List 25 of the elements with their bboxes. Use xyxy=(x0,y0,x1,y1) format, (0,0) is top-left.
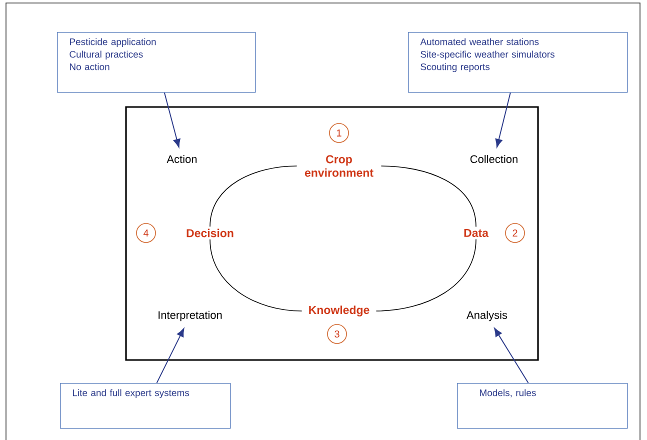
step-number: 2 xyxy=(505,223,525,243)
cycle-stage-label: Crop environment xyxy=(304,155,374,177)
stage-label: Collection xyxy=(470,154,518,164)
callout-box: Lite and full expert systems xyxy=(60,383,231,429)
cycle-arc xyxy=(210,239,302,312)
stage-label: Action xyxy=(166,154,197,164)
arrow xyxy=(494,328,529,384)
callout-box: Pesticide application Cultural practices No action xyxy=(57,32,256,93)
cycle-stage-label: Decision xyxy=(186,228,234,238)
step-number: 4 xyxy=(136,223,156,243)
cycle-arc xyxy=(380,166,476,228)
step-number: 3 xyxy=(327,324,347,344)
arrow xyxy=(164,92,180,148)
stage-label: Analysis xyxy=(466,310,508,322)
stage-label: Interpretation xyxy=(158,310,222,322)
callout-box: Automated weather stations Site-specific weather simulators Scouting reports xyxy=(408,32,628,93)
cycle-arc xyxy=(210,166,298,227)
step-number: 1 xyxy=(329,123,349,143)
cycle-stage-label: Knowledge xyxy=(309,306,370,316)
cycle-stage-label: Data xyxy=(464,229,489,237)
arrow xyxy=(495,92,511,148)
cycle-arc xyxy=(376,238,476,312)
cycle-box xyxy=(125,106,539,361)
arrow xyxy=(156,328,184,384)
callout-box: Models, rules xyxy=(457,383,628,429)
